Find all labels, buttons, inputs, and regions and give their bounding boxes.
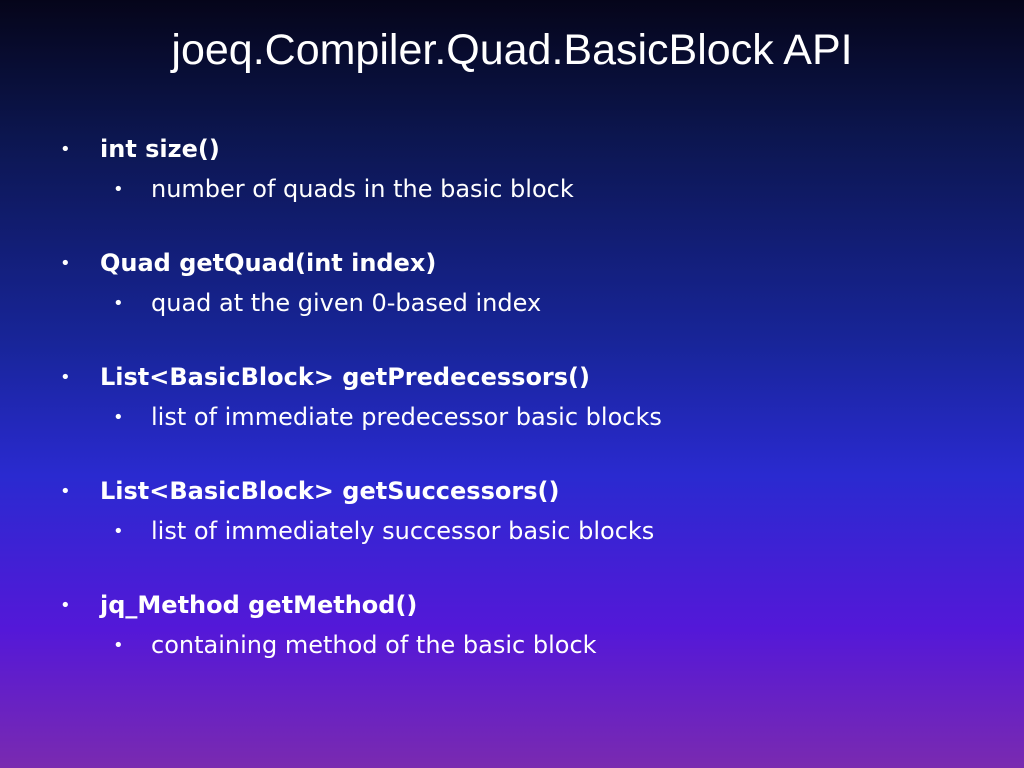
api-item: • jq_Method getMethod() • containing met… — [0, 587, 1024, 701]
bullet-icon: • — [113, 407, 124, 428]
api-item: • int size() • number of quads in the ba… — [0, 131, 1024, 245]
slide-title: joeq.Compiler.Quad.BasicBlock API — [171, 26, 853, 74]
bullet-icon: • — [60, 139, 71, 160]
bullet-icon: • — [113, 635, 124, 656]
api-signature: int size() — [100, 135, 220, 163]
api-description: containing method of the basic block — [151, 631, 597, 659]
api-description: list of immediate predecessor basic bloc… — [151, 403, 662, 431]
api-description: number of quads in the basic block — [151, 175, 574, 203]
bullet-icon: • — [60, 253, 71, 274]
bullet-icon: • — [113, 179, 124, 200]
bullet-icon: • — [113, 293, 124, 314]
api-item: • List<BasicBlock> getPredecessors() • l… — [0, 359, 1024, 473]
api-item: • List<BasicBlock> getSuccessors() • lis… — [0, 473, 1024, 587]
api-signature: Quad getQuad(int index) — [100, 249, 437, 277]
bullet-icon: • — [60, 481, 71, 502]
api-description: list of immediately successor basic bloc… — [151, 517, 655, 545]
api-signature: jq_Method getMethod() — [100, 591, 418, 619]
bullet-icon: • — [113, 521, 124, 542]
api-signature: List<BasicBlock> getSuccessors() — [100, 477, 560, 505]
bullet-icon: • — [60, 367, 71, 388]
api-description: quad at the given 0-based index — [151, 289, 542, 317]
bullet-icon: • — [60, 595, 71, 616]
api-list: • int size() • number of quads in the ba… — [0, 131, 1024, 701]
api-signature: List<BasicBlock> getPredecessors() — [100, 363, 590, 391]
api-item: • Quad getQuad(int index) • quad at the … — [0, 245, 1024, 359]
